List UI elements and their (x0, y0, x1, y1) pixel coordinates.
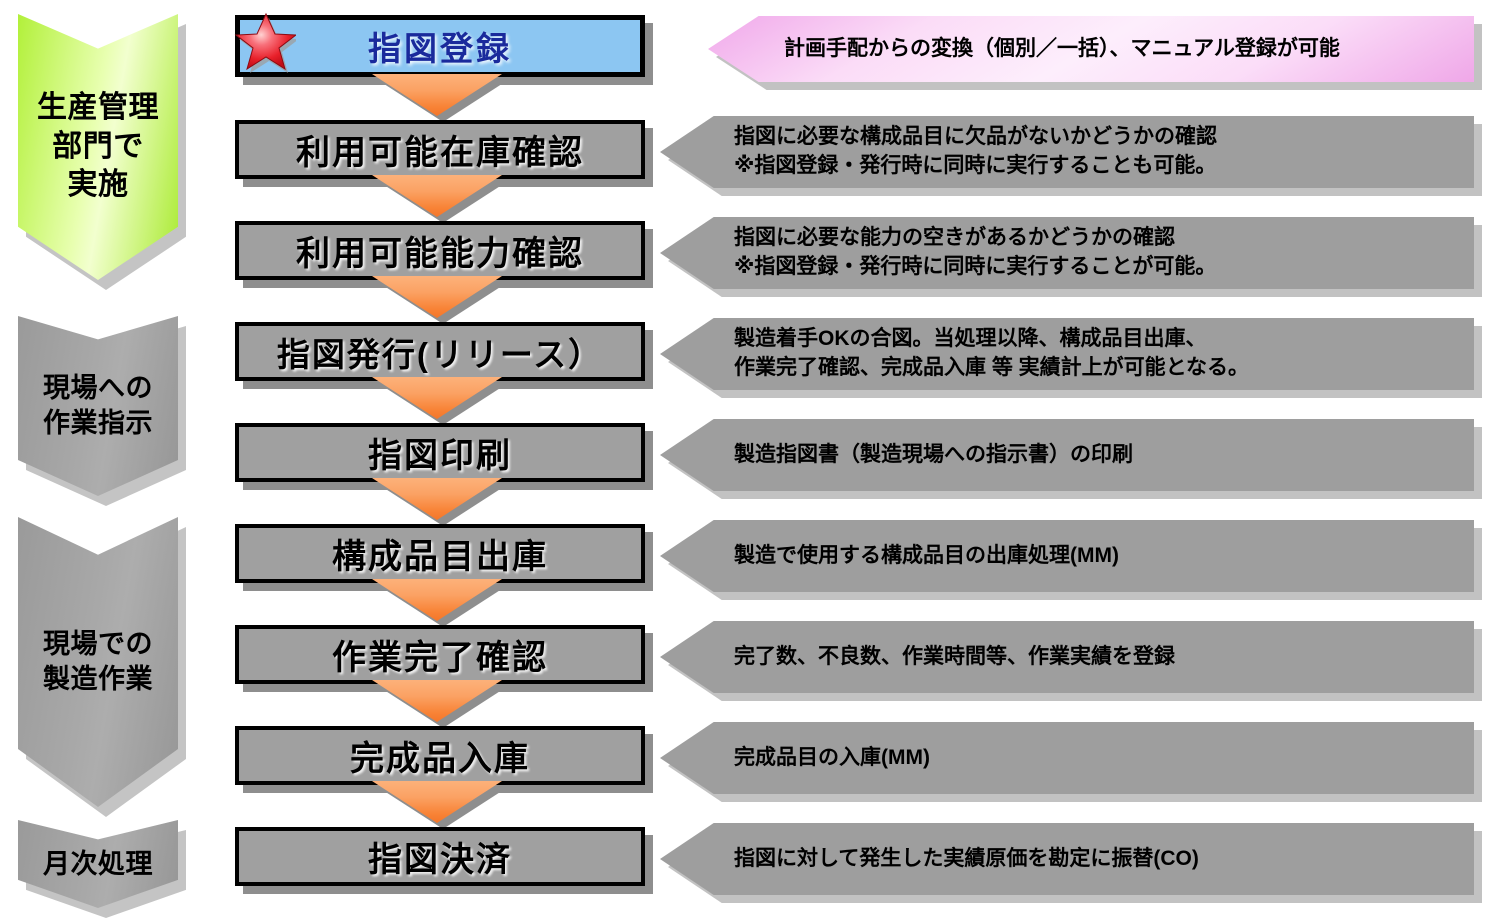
callout-operation-confirmation: 完了数、不良数、作業時間等、作業実績を登録 (660, 621, 1474, 693)
callout-order-release: 製造着手OKの合図。当処理以降、構成品目出庫、 作業完了確認、完成品入庫 等 実… (660, 318, 1474, 390)
phase-chevron-production-management: 生産管理 部門で 実施 (18, 14, 178, 280)
process-box-label: 完成品入庫 (350, 740, 530, 778)
phase-chevron-shopfloor-instruction: 現場への 作業指示 (18, 316, 178, 496)
process-box-order-settlement[interactable]: 指図決済 (235, 827, 645, 886)
process-box-label: 指図決済 (368, 841, 512, 879)
callout-text: 製造指図書（製造現場への指示書）の印刷 (734, 442, 1133, 466)
callout-text: 製造着手OKの合図。当処理以降、構成品目出庫、 作業完了確認、完成品入庫 等 実… (734, 327, 1250, 379)
process-box-component-goods-issue[interactable]: 構成品目出庫 (235, 524, 645, 583)
callout-available-capacity-check: 指図に必要な能力の空きがあるかどうかの確認 ※指図登録・発行時に同時に実行するこ… (660, 217, 1474, 289)
process-box-label: 指図登録 (368, 30, 512, 67)
phase-chevron-shopfloor-manufacturing: 現場での 製造作業 (18, 517, 178, 807)
phase-label: 現場への 作業指示 (43, 373, 153, 438)
callout-text: 完成品目の入庫(MM) (734, 745, 930, 769)
process-box-order-release[interactable]: 指図発行(リリース） (235, 322, 645, 381)
process-box-label: 指図印刷 (368, 437, 512, 475)
process-box-label: 構成品目出庫 (332, 538, 548, 576)
callout-text: 計画手配からの変換（個別／一括）、マニュアル登録が可能 (784, 36, 1340, 60)
process-box-label: 作業完了確認 (332, 639, 548, 677)
star-icon (232, 10, 299, 73)
callout-text: 指図に必要な構成品目に欠品がないかどうかの確認 ※指図登録・発行時に同時に実行す… (734, 125, 1217, 177)
callout-order-print: 製造指図書（製造現場への指示書）の印刷 (660, 419, 1474, 491)
callout-text: 指図に対して発生した実績原価を勘定に振替(CO) (734, 846, 1199, 870)
phase-label: 現場での 製造作業 (43, 629, 153, 694)
callout-available-stock-check: 指図に必要な構成品目に欠品がないかどうかの確認 ※指図登録・発行時に同時に実行す… (660, 116, 1474, 188)
process-box-finished-goods-receipt[interactable]: 完成品入庫 (235, 726, 645, 785)
callout-component-goods-issue: 製造で使用する構成品目の出庫処理(MM) (660, 520, 1474, 592)
callout-finished-goods-receipt: 完成品目の入庫(MM) (660, 722, 1474, 794)
process-box-label: 利用可能在庫確認 (296, 134, 584, 172)
process-box-order-print[interactable]: 指図印刷 (235, 423, 645, 482)
process-box-operation-confirmation[interactable]: 作業完了確認 (235, 625, 645, 684)
process-box-order-registration[interactable]: 指図登録 (235, 15, 645, 77)
phase-label: 生産管理 部門で 実施 (37, 91, 159, 202)
callout-text: 指図に必要な能力の空きがあるかどうかの確認 ※指図登録・発行時に同時に実行するこ… (734, 226, 1217, 278)
process-box-label: 指図発行(リリース） (276, 335, 604, 373)
callout-order-registration: 計画手配からの変換（個別／一括）、マニュアル登録が可能 (708, 16, 1474, 82)
phase-label: 月次処理 (43, 848, 153, 879)
callout-order-settlement: 指図に対して発生した実績原価を勘定に振替(CO) (660, 823, 1474, 895)
process-box-available-capacity-check[interactable]: 利用可能能力確認 (235, 221, 645, 280)
callout-text: 完了数、不良数、作業時間等、作業実績を登録 (734, 644, 1175, 668)
callout-text: 製造で使用する構成品目の出庫処理(MM) (734, 543, 1119, 567)
process-box-available-stock-check[interactable]: 利用可能在庫確認 (235, 120, 645, 179)
process-box-label: 利用可能能力確認 (296, 235, 584, 273)
